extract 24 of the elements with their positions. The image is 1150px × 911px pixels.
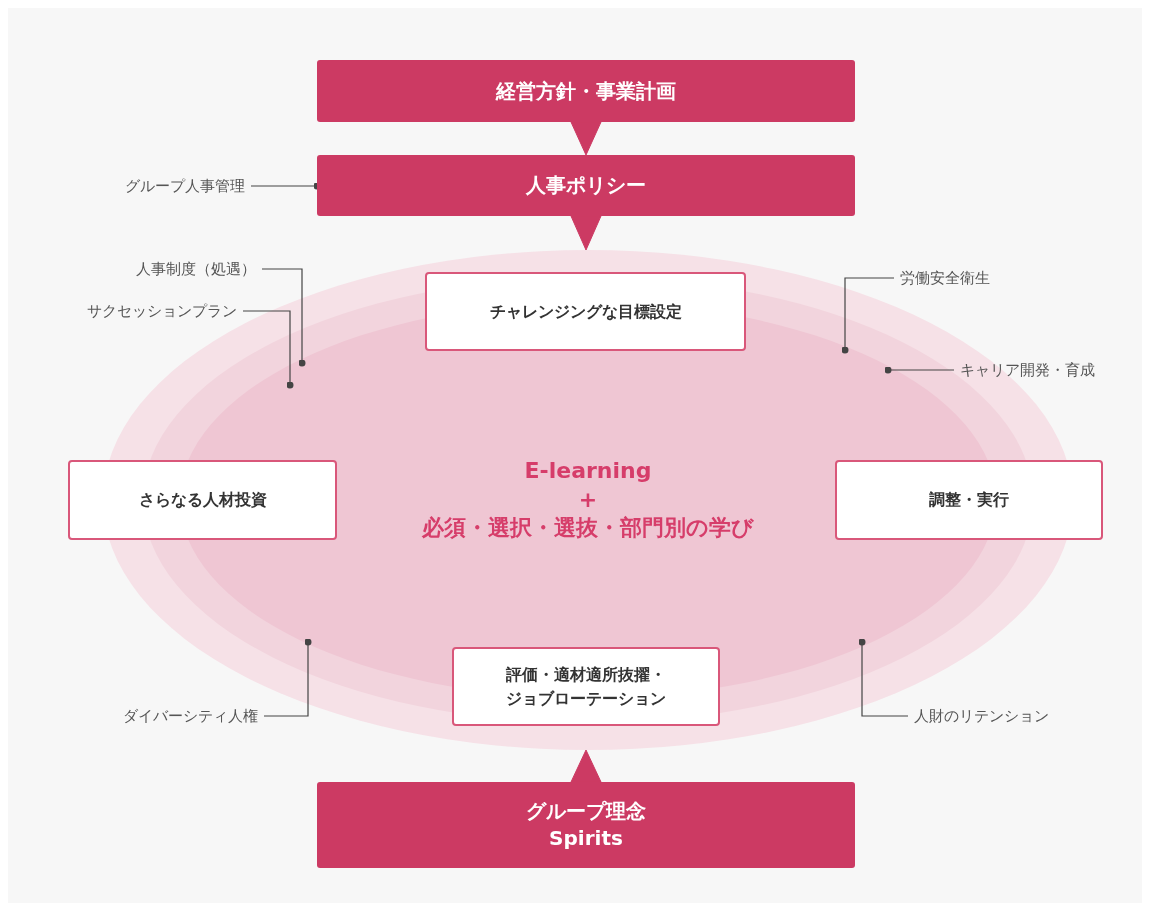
arrow (570, 749, 602, 783)
leader-line (858, 638, 909, 717)
center-text: E-learning (524, 457, 652, 486)
center-text: 必須・選択・選抜・部門別の学び (422, 514, 754, 543)
center-text: + (578, 485, 598, 514)
process-box: さらなる人材投資 (68, 460, 337, 540)
banner-box: グループ理念 Spirits (317, 782, 855, 868)
callout-label: 人事制度（処遇） (136, 257, 256, 281)
callout-label: ダイバーシティ人権 (123, 704, 258, 728)
callout-label: 労働安全衛生 (900, 266, 990, 290)
leader-line (242, 310, 294, 389)
arrow (570, 121, 602, 156)
callout-label: 人財のリテンション (914, 704, 1049, 728)
arrow (570, 215, 602, 251)
callout-label: キャリア開発・育成 (960, 358, 1095, 382)
leader-line (263, 638, 312, 717)
process-box: 調整・実行 (835, 460, 1103, 540)
process-box: 評価・適材適所抜擢・ジョブローテーション (452, 647, 720, 726)
process-box: チャレンジングな目標設定 (425, 272, 746, 351)
callout-label: サクセッションプラン (87, 299, 237, 323)
callout-label: グループ人事管理 (125, 174, 245, 198)
leader-line (841, 277, 895, 354)
leader-line (261, 268, 306, 367)
leader-line (884, 366, 955, 374)
